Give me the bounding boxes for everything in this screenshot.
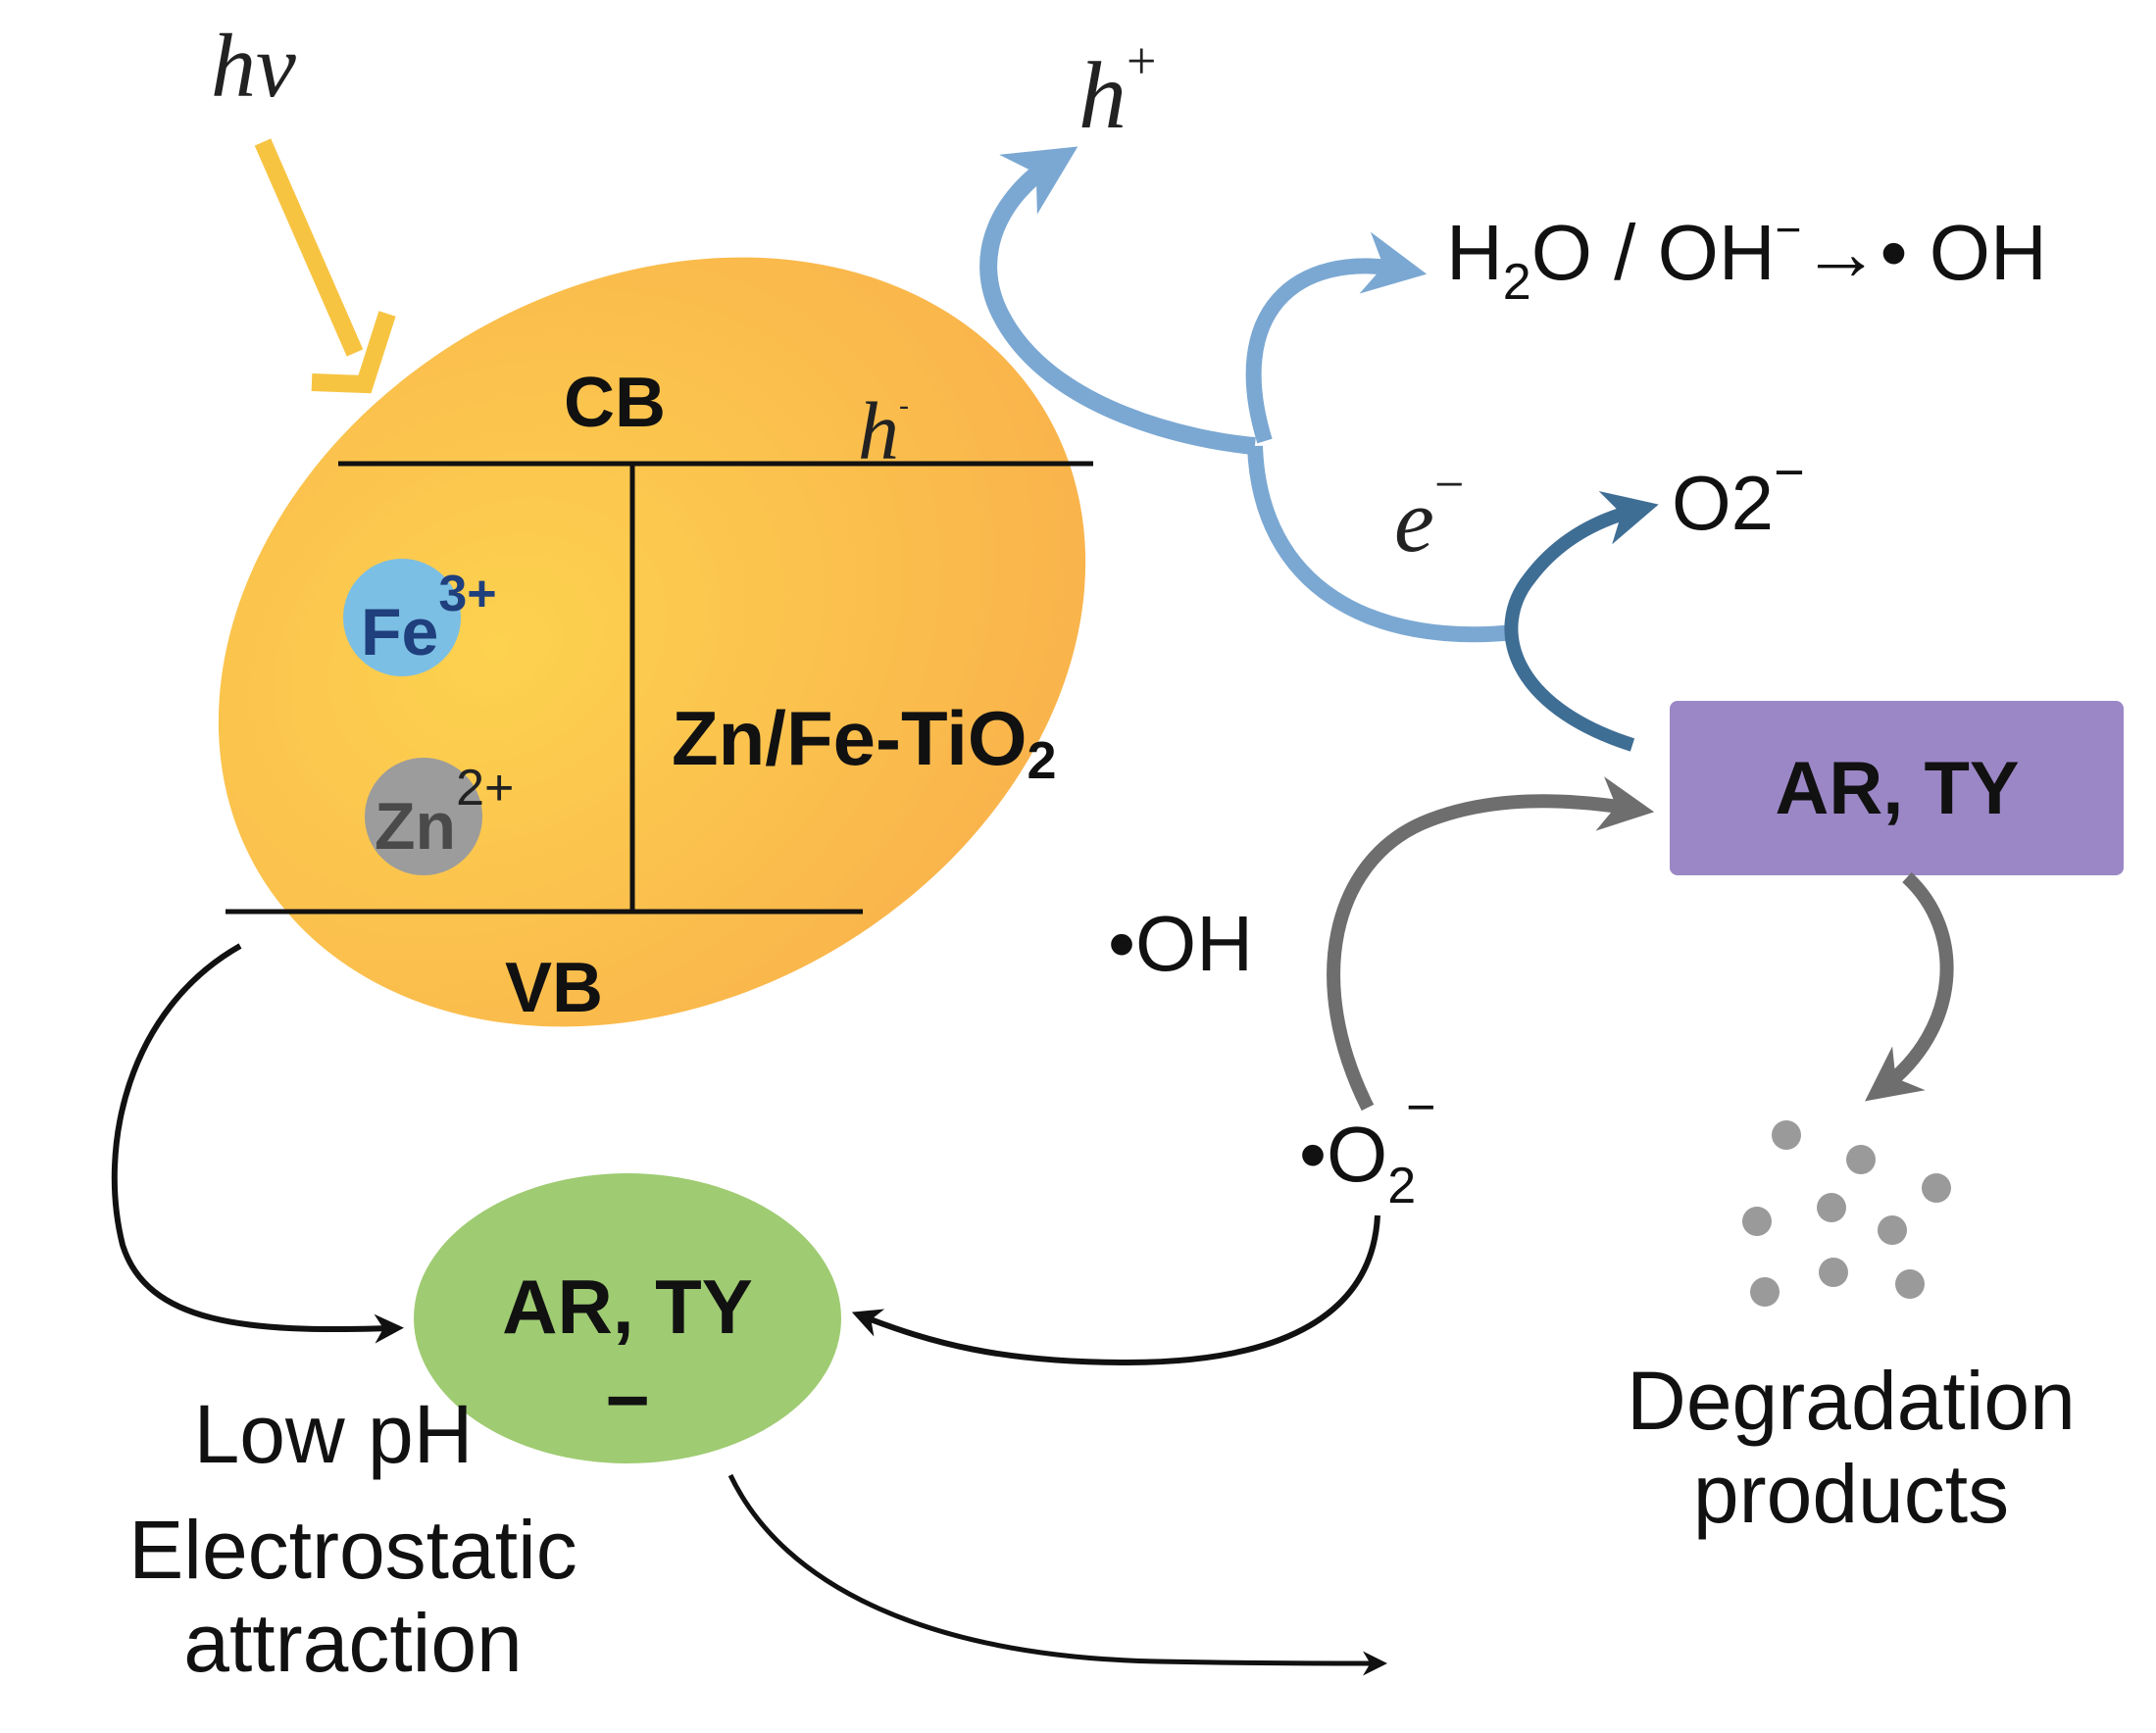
superoxide-top-label: O2− bbox=[1672, 443, 1805, 546]
pollutant-box-label: AR, TY bbox=[1775, 747, 2019, 830]
vb-label: VB bbox=[505, 949, 603, 1027]
pollutant-ellipse-charge: − bbox=[605, 1357, 650, 1443]
fe-ion-circle bbox=[343, 559, 461, 676]
hydroxyl-label: •OH bbox=[1108, 900, 1253, 987]
degradation-arrow bbox=[1865, 871, 1954, 1102]
superoxide-to-pollutant-arrow bbox=[1327, 776, 1655, 1112]
electron-arrow bbox=[1247, 445, 1516, 643]
vb-to-pollutant-arrow bbox=[111, 943, 404, 1344]
catalyst-particle bbox=[218, 257, 1086, 1027]
zn-ion-circle bbox=[365, 758, 482, 875]
pollutant-ellipse bbox=[414, 1173, 841, 1463]
light-label: hν bbox=[211, 16, 296, 116]
light-arrow bbox=[254, 138, 396, 394]
electron-label: e− bbox=[1394, 455, 1464, 570]
cb-carrier-label: h- bbox=[858, 386, 909, 477]
attraction-label: attraction bbox=[183, 1597, 523, 1689]
pollutant-ellipse-label: AR, TY bbox=[502, 1263, 753, 1350]
degradation-dots bbox=[1742, 1120, 1951, 1307]
low-ph-label: Low pH bbox=[194, 1388, 474, 1480]
ellipse-outflow-arrow bbox=[727, 1473, 1387, 1676]
superoxide-bottom-label: •O2− bbox=[1299, 1079, 1436, 1214]
superoxide-arrow bbox=[1504, 490, 1659, 752]
fe-ion-label: Fe3+ bbox=[361, 566, 497, 669]
superoxide-to-ellipse-arrow bbox=[851, 1214, 1380, 1366]
zn-ion-label: Zn2+ bbox=[375, 760, 514, 864]
water-arrow bbox=[1245, 231, 1428, 444]
catalyst-label: Zn/Fe-TiO2 bbox=[672, 695, 1057, 790]
pollutant-box bbox=[1670, 701, 2124, 875]
hole-label: h+ bbox=[1078, 31, 1156, 149]
hole-arrow bbox=[979, 146, 1256, 455]
water-reaction-label: H2O / OH−→• OH bbox=[1446, 204, 2047, 311]
cb-label: CB bbox=[564, 364, 666, 442]
electrostatic-label: Electrostatic bbox=[128, 1504, 577, 1596]
